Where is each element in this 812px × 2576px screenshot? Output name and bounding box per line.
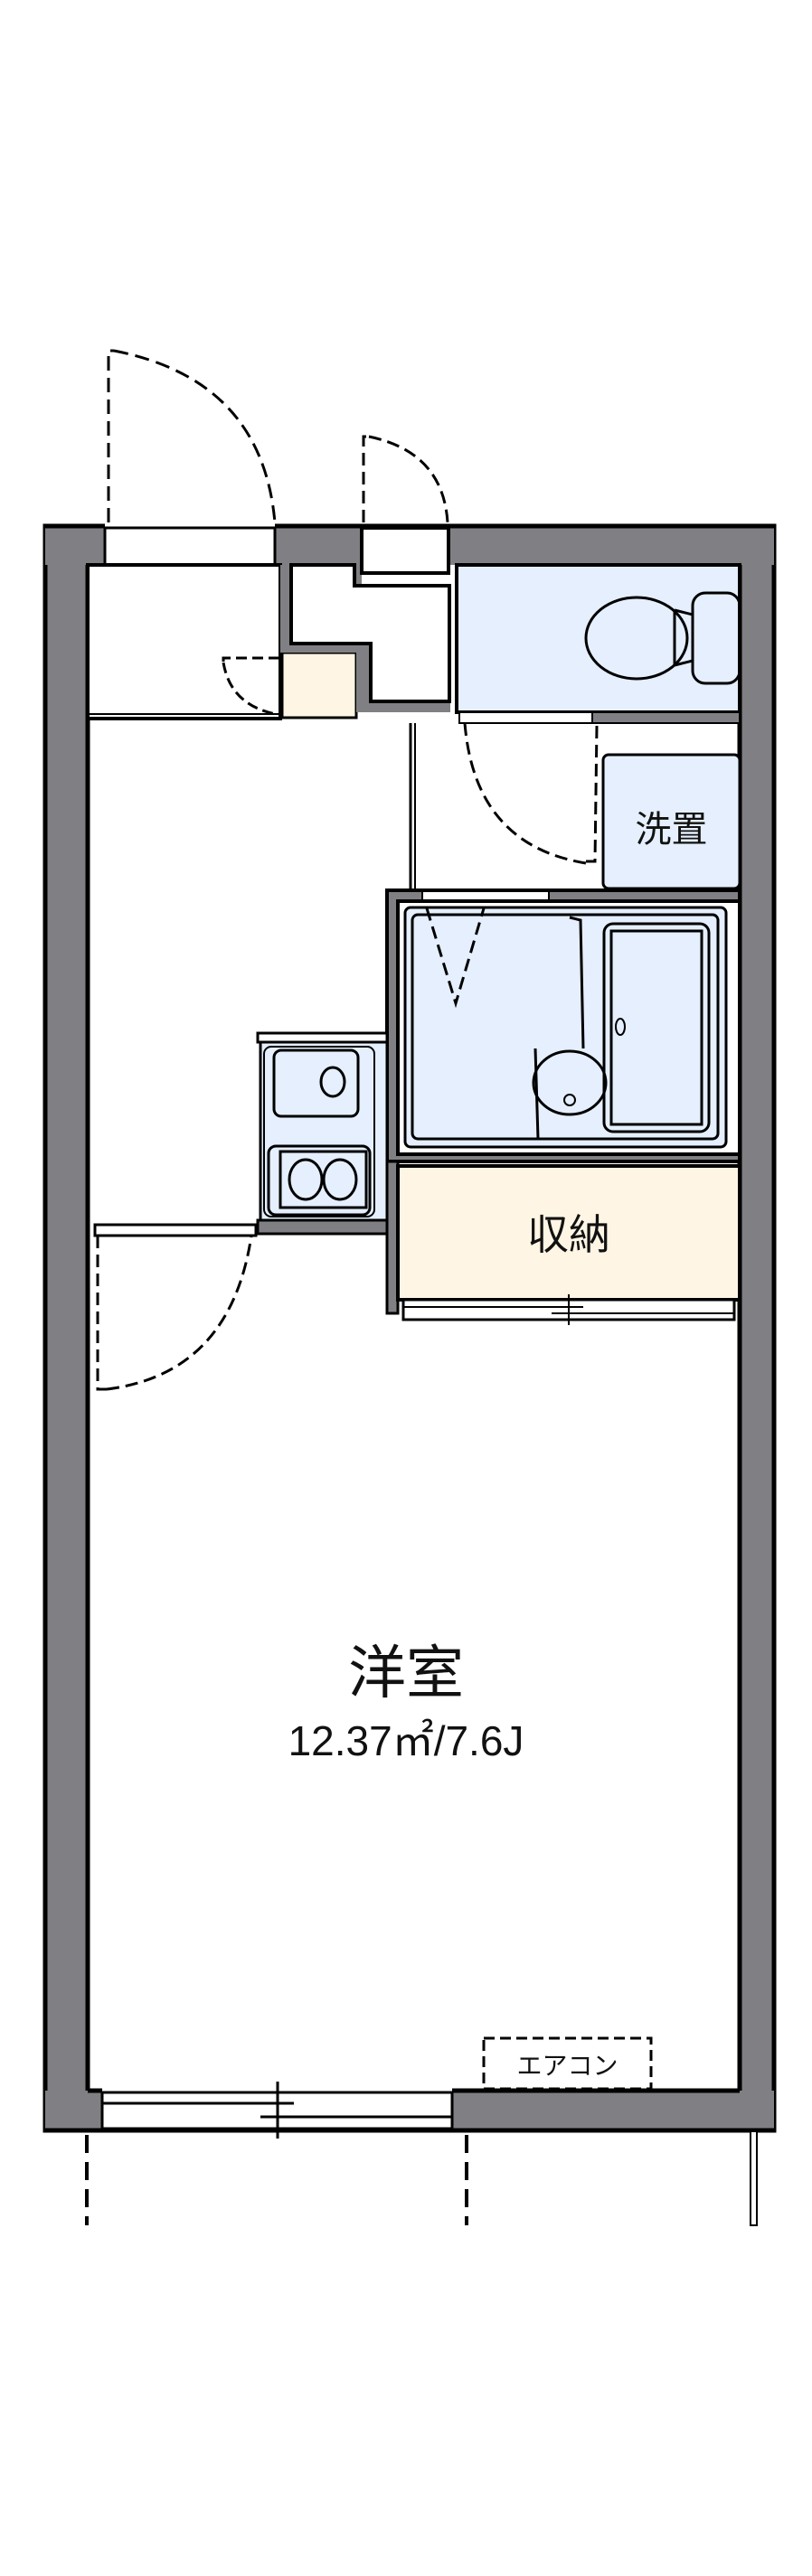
- storage-label: 収納: [527, 1210, 610, 1259]
- room-door: [93, 1223, 258, 1391]
- pipe-shaft: [280, 435, 451, 712]
- balcony: [85, 2130, 758, 2226]
- kitchen: [256, 1031, 389, 1236]
- corridor: [409, 711, 741, 890]
- storage-closet: [385, 1160, 741, 1325]
- balcony-window: [100, 2082, 454, 2139]
- main-room-area: 12.37㎡/7.6J: [288, 1717, 524, 1764]
- outer-walls: [42, 523, 777, 2133]
- air-conditioner-box: [482, 2036, 653, 2091]
- entrance-door: [103, 349, 277, 568]
- bathroom: [385, 888, 741, 1163]
- air-conditioner-label: エアコン: [516, 2051, 618, 2081]
- washing-machine-label: 洗置: [635, 809, 708, 851]
- main-room: [86, 1236, 741, 2091]
- toilet-room: [455, 563, 741, 724]
- main-room-name: 洋室: [348, 1641, 464, 1707]
